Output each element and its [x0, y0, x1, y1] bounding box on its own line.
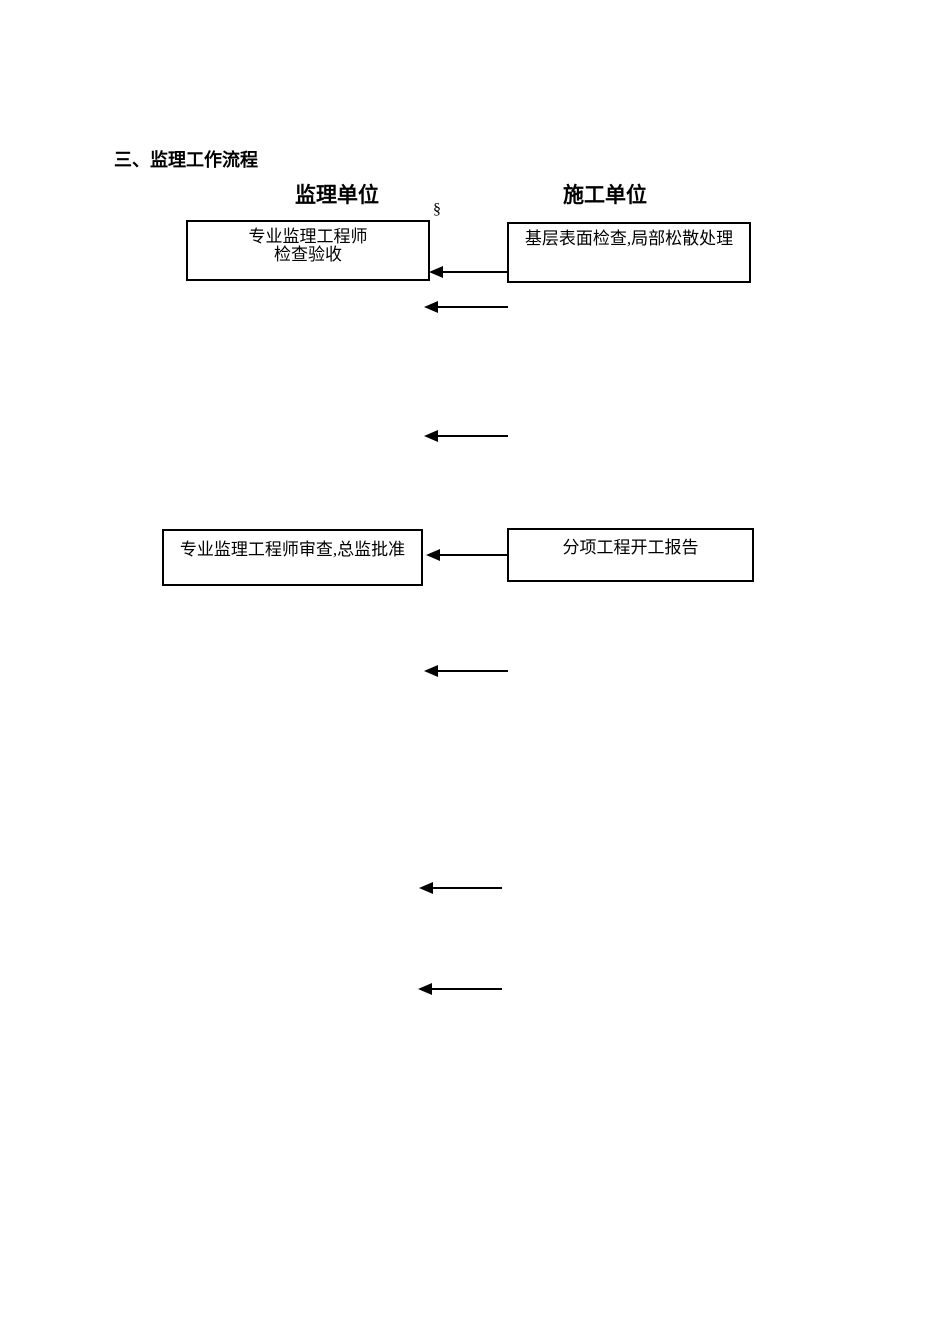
flowchart-box-commencement-report: 分项工程开工报告: [507, 528, 754, 582]
left-arrow-icon: [424, 430, 508, 442]
arrow-shaft: [428, 887, 502, 889]
flowchart-box-text: 分项工程开工报告: [562, 538, 699, 557]
section-sign-symbol: §: [433, 201, 441, 218]
left-arrow-icon: [429, 266, 507, 278]
column-header-supervision-unit: 监理单位: [295, 183, 379, 207]
arrow-shaft: [438, 271, 507, 273]
left-arrow-icon: [419, 882, 502, 894]
arrowhead-icon: [418, 983, 432, 995]
flowchart-box-base-surface-check: 基层表面检查,局部松散处理: [507, 222, 751, 283]
arrowhead-icon: [419, 882, 433, 894]
flowchart-box-engineer-review-approval: 专业监理工程师审查,总监批准: [162, 529, 423, 586]
flowchart-box-text: 基层表面检查,局部松散处理: [524, 229, 734, 248]
arrow-shaft: [433, 435, 508, 437]
arrowhead-icon: [429, 266, 443, 278]
column-header-construction-unit: 施工单位: [563, 183, 647, 207]
arrowhead-icon: [424, 301, 438, 313]
flowchart-box-text: 专业监理工程师: [248, 227, 368, 246]
left-arrow-icon: [426, 549, 507, 561]
arrow-shaft: [433, 670, 508, 672]
flowchart-box-supervision-inspection: 专业监理工程师 检查验收: [186, 220, 430, 281]
arrowhead-icon: [424, 430, 438, 442]
left-arrow-icon: [424, 301, 508, 313]
arrow-shaft: [427, 988, 502, 990]
flowchart-box-text: 专业监理工程师审查,总监批准: [179, 540, 406, 559]
arrowhead-icon: [424, 665, 438, 677]
arrow-shaft: [435, 554, 507, 556]
left-arrow-icon: [424, 665, 508, 677]
left-arrow-icon: [418, 983, 502, 995]
arrow-shaft: [433, 306, 508, 308]
section-heading: 三、监理工作流程: [114, 150, 258, 170]
flowchart-box-text: 检查验收: [274, 245, 342, 264]
arrowhead-icon: [426, 549, 440, 561]
